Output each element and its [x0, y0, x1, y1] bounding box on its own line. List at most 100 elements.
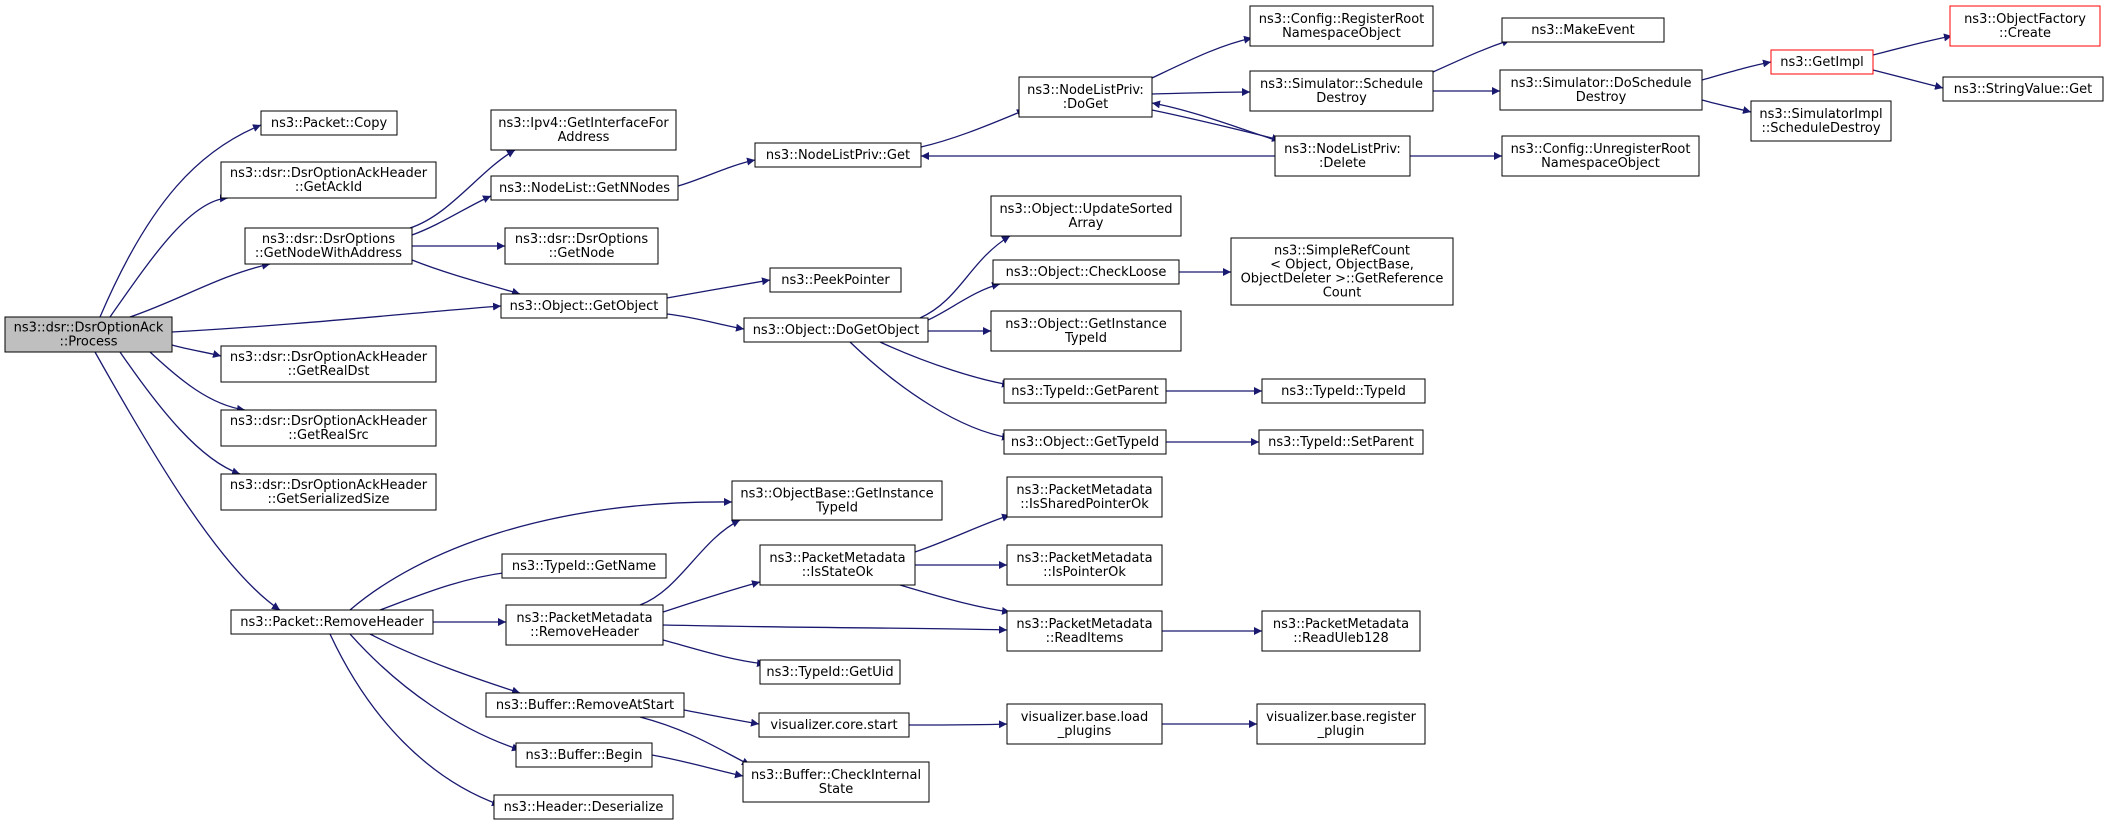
- function-nodes: ns3::dsr::DsrOptionAck::Processns3::Pack…: [4, 5, 2104, 820]
- node-box: [501, 553, 667, 579]
- node-peek-pointer[interactable]: ns3::PeekPointer: [769, 267, 902, 293]
- node-get-impl[interactable]: ns3::GetImpl: [1770, 49, 1874, 75]
- node-box: [758, 712, 910, 738]
- node-label: _plugins: [1057, 724, 1112, 739]
- node-get-node-with-address[interactable]: ns3::dsr::DsrOptions::GetNodeWithAddress: [244, 227, 413, 265]
- node-packet-metadata-is-state-ok[interactable]: ns3::PacketMetadata::IsStateOk: [759, 544, 916, 586]
- edge-root-to-get_real_src: [149, 351, 246, 413]
- node-box: [742, 761, 930, 803]
- node-packet-metadata-read-uleb128[interactable]: ns3::PacketMetadata::ReadUleb128: [1261, 610, 1421, 652]
- node-get-real-dst[interactable]: ns3::dsr::DsrOptionAckHeader::GetRealDst: [220, 345, 437, 383]
- node-label: ns3::dsr::DsrOptionAckHeader: [230, 166, 428, 181]
- edge-object_do_get_object-to-object_check_loose: [927, 281, 1001, 321]
- edge-packet_metadata_is_state_ok-to-packet_metadata_is_shared_pointer_ok: [914, 513, 1011, 553]
- node-packet-remove-header[interactable]: ns3::Packet::RemoveHeader: [230, 609, 434, 635]
- node-packet-copy[interactable]: ns3::Packet::Copy: [260, 110, 398, 136]
- node-label: ns3::PacketMetadata: [1273, 617, 1409, 632]
- node-label: ns3::SimulatorImpl: [1759, 107, 1882, 122]
- node-box: [260, 110, 398, 136]
- node-typeid-set-parent[interactable]: ns3::TypeId::SetParent: [1258, 429, 1424, 455]
- node-object-get-object[interactable]: ns3::Object::GetObject: [500, 293, 668, 319]
- node-box: [244, 227, 413, 265]
- node-visualizer-base-register-plugin[interactable]: visualizer.base.register_plugin: [1256, 703, 1426, 745]
- edge-root-to-get_serialized_size: [119, 351, 241, 476]
- node-label: ns3::PacketMetadata: [1016, 551, 1152, 566]
- node-label: ns3::Simulator::Schedule: [1260, 77, 1423, 92]
- node-config-unregister-root[interactable]: ns3::Config::UnregisterRootNamespaceObje…: [1501, 135, 1700, 177]
- node-get-serialized-size[interactable]: ns3::dsr::DsrOptionAckHeader::GetSeriali…: [220, 473, 437, 511]
- node-header-deserialize[interactable]: ns3::Header::Deserialize: [493, 794, 674, 820]
- node-label: ns3::NodeListPriv::Get: [766, 148, 910, 163]
- node-box: [1003, 429, 1167, 455]
- edge-nodelistpriv_doget-to-config_register_root: [1151, 35, 1253, 79]
- node-box: [1274, 135, 1411, 177]
- node-label: ns3::ObjectFactory: [1964, 12, 2086, 27]
- node-nodelistpriv-get[interactable]: ns3::NodeListPriv::Get: [754, 142, 922, 168]
- node-dsr-options-get-node[interactable]: ns3::dsr::DsrOptions::GetNode: [504, 227, 659, 265]
- edge-object_get_object-to-object_do_get_object: [666, 313, 745, 332]
- node-buffer-begin[interactable]: ns3::Buffer::Begin: [515, 742, 653, 768]
- node-label: ns3::Simulator::DoSchedule: [1510, 76, 1691, 91]
- node-label: ::Process: [59, 335, 117, 350]
- node-label: ns3::Object::UpdateSorted: [999, 202, 1172, 217]
- node-buffer-remove-at-start[interactable]: ns3::Buffer::RemoveAtStart: [485, 692, 685, 718]
- node-root[interactable]: ns3::dsr::DsrOptionAck::Process: [4, 316, 173, 353]
- node-label: ns3::GetImpl: [1780, 55, 1864, 70]
- edge-object_get_object-to-peek_pointer: [666, 277, 771, 299]
- node-label: ns3::NodeListPriv:: [1284, 142, 1401, 157]
- node-string-value-get[interactable]: ns3::StringValue::Get: [1942, 76, 2104, 102]
- node-box: [990, 195, 1182, 237]
- node-visualizer-base-load-plugins[interactable]: visualizer.base.load_plugins: [1006, 703, 1163, 745]
- edge-root-to-get_node_with_address: [129, 261, 271, 318]
- node-box: [1261, 378, 1426, 404]
- node-box: [1949, 5, 2101, 47]
- node-nodelist-get-n-nodes[interactable]: ns3::NodeList::GetNNodes: [490, 175, 679, 201]
- node-box: [1261, 610, 1421, 652]
- node-typeid-get-parent[interactable]: ns3::TypeId::GetParent: [1003, 378, 1167, 404]
- node-object-get-type-id[interactable]: ns3::Object::GetTypeId: [1003, 429, 1167, 455]
- edge-packet_metadata_remove_header-to-objectbase_get_instance_type_id: [639, 519, 741, 606]
- node-simple-ref-count[interactable]: ns3::SimpleRefCount< Object, ObjectBase,…: [1230, 237, 1454, 306]
- node-object-do-get-object[interactable]: ns3::Object::DoGetObject: [743, 317, 929, 343]
- node-object-factory-create[interactable]: ns3::ObjectFactory::Create: [1949, 5, 2101, 47]
- edge-root-to-get_ack_id: [109, 194, 229, 318]
- node-box: [1249, 70, 1434, 112]
- node-box: [4, 316, 173, 353]
- node-box: [485, 692, 685, 718]
- edge-nodelistpriv_doget-to-simulator_schedule_destroy: [1151, 88, 1251, 97]
- node-object-check-loose[interactable]: ns3::Object::CheckLoose: [992, 259, 1180, 285]
- node-get-real-src[interactable]: ns3::dsr::DsrOptionAckHeader::GetRealSrc: [220, 409, 437, 447]
- node-make-event[interactable]: ns3::MakeEvent: [1501, 17, 1665, 43]
- node-packet-metadata-is-shared-pointer-ok[interactable]: ns3::PacketMetadata::IsSharedPointerOk: [1006, 476, 1163, 518]
- node-label: ::GetNodeWithAddress: [255, 246, 402, 261]
- node-nodelistpriv-doget[interactable]: ns3::NodeListPriv::DoGet: [1018, 76, 1153, 118]
- edge-packet_metadata_is_state_ok-to-packet_metadata_read_items: [899, 584, 1011, 615]
- node-label: ns3::Packet::Copy: [271, 116, 388, 131]
- node-simulator-schedule-destroy[interactable]: ns3::Simulator::ScheduleDestroy: [1249, 70, 1434, 112]
- node-label: visualizer.base.load: [1021, 710, 1149, 725]
- node-box: [992, 259, 1180, 285]
- node-visualizer-core-start[interactable]: visualizer.core.start: [758, 712, 910, 738]
- node-packet-metadata-remove-header[interactable]: ns3::PacketMetadata::RemoveHeader: [505, 604, 664, 646]
- node-packet-metadata-read-items[interactable]: ns3::PacketMetadata::ReadItems: [1006, 610, 1163, 652]
- node-box: [230, 609, 434, 635]
- edge-packet_remove_header-to-typeid_get_name: [379, 568, 511, 611]
- node-simulator-impl-schedule-destroy[interactable]: ns3::SimulatorImpl::ScheduleDestroy: [1750, 100, 1892, 142]
- node-nodelistpriv-delete[interactable]: ns3::NodeListPriv::Delete: [1274, 135, 1411, 177]
- node-typeid-get-name[interactable]: ns3::TypeId::GetName: [501, 553, 667, 579]
- node-label: Address: [558, 130, 610, 145]
- node-label: ns3::Buffer::RemoveAtStart: [496, 698, 674, 713]
- node-packet-metadata-is-pointer-ok[interactable]: ns3::PacketMetadata::IsPointerOk: [1006, 544, 1163, 586]
- node-get-ack-id[interactable]: ns3::dsr::DsrOptionAckHeader::GetAckId: [220, 161, 437, 199]
- node-typeid-typeid[interactable]: ns3::TypeId::TypeId: [1261, 378, 1426, 404]
- node-label: ns3::MakeEvent: [1531, 23, 1635, 38]
- node-typeid-get-uid[interactable]: ns3::TypeId::GetUid: [759, 659, 901, 685]
